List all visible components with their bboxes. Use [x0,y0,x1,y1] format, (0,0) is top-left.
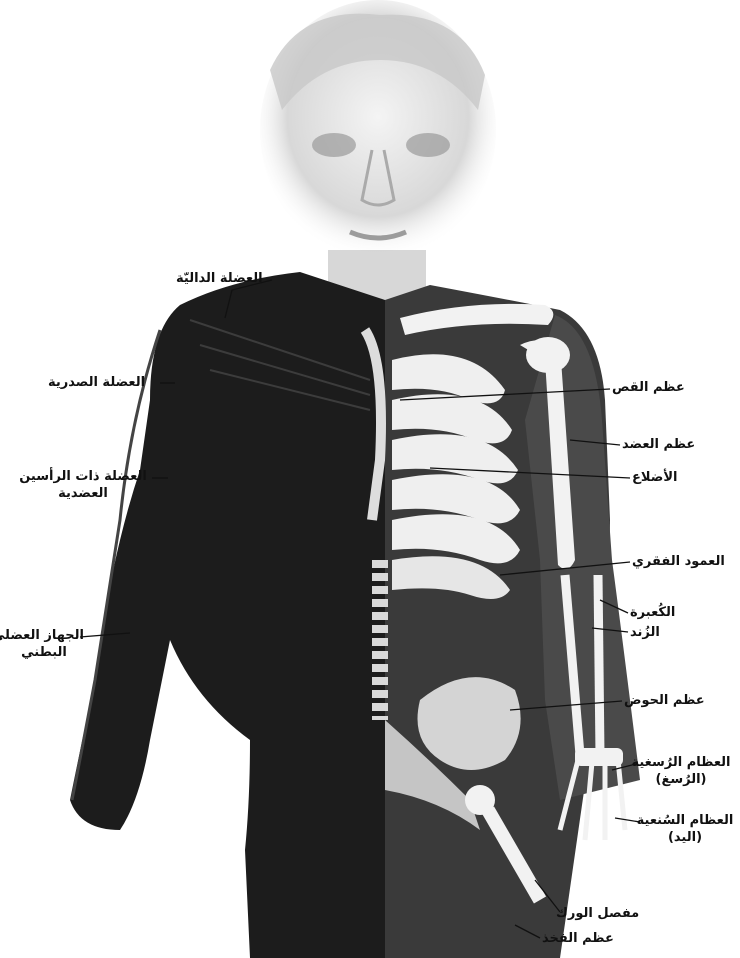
label-pelvis: عظم الحوض [624,692,705,709]
label-biceps: العضلة ذات الرأسين العضدية [18,468,148,502]
label-abdominal: الجهاز العضلي البطني [4,627,84,661]
label-biceps-line1: العضلة ذات الرأسين [18,468,148,485]
label-carpals-line1: العظام الرُسغية [628,754,734,771]
label-spine: العمود الفقري [632,553,725,570]
label-biceps-line2: العضدية [18,485,148,502]
label-radius: الكُعبرة [630,604,675,621]
label-pectoral: العضلة الصدرية [48,374,145,391]
label-metacarpals-line1: العظام السُنعية [632,812,738,829]
label-carpals: العظام الرُسغية (الرُسغ) [628,754,734,788]
label-femur: عظم الفخذ [542,930,614,947]
label-humerus: عظم العضد [622,436,695,453]
label-metacarpals: العظام السُنعية (اليد) [632,812,738,846]
label-abdominal-line2: البطني [4,644,84,661]
label-sternum: عظم القص [612,379,685,396]
label-ulna: الزُند [630,624,660,641]
label-carpals-line2: (الرُسغ) [628,771,734,788]
label-abdominal-line1: الجهاز العضلي [4,627,84,644]
label-deltoid: العضلة الداليّة [176,270,263,287]
head [260,0,496,310]
label-hip-joint: مفصل الورك [556,905,639,922]
label-ribs: الأضلاع [632,469,677,486]
label-metacarpals-line2: (اليد) [632,829,738,846]
